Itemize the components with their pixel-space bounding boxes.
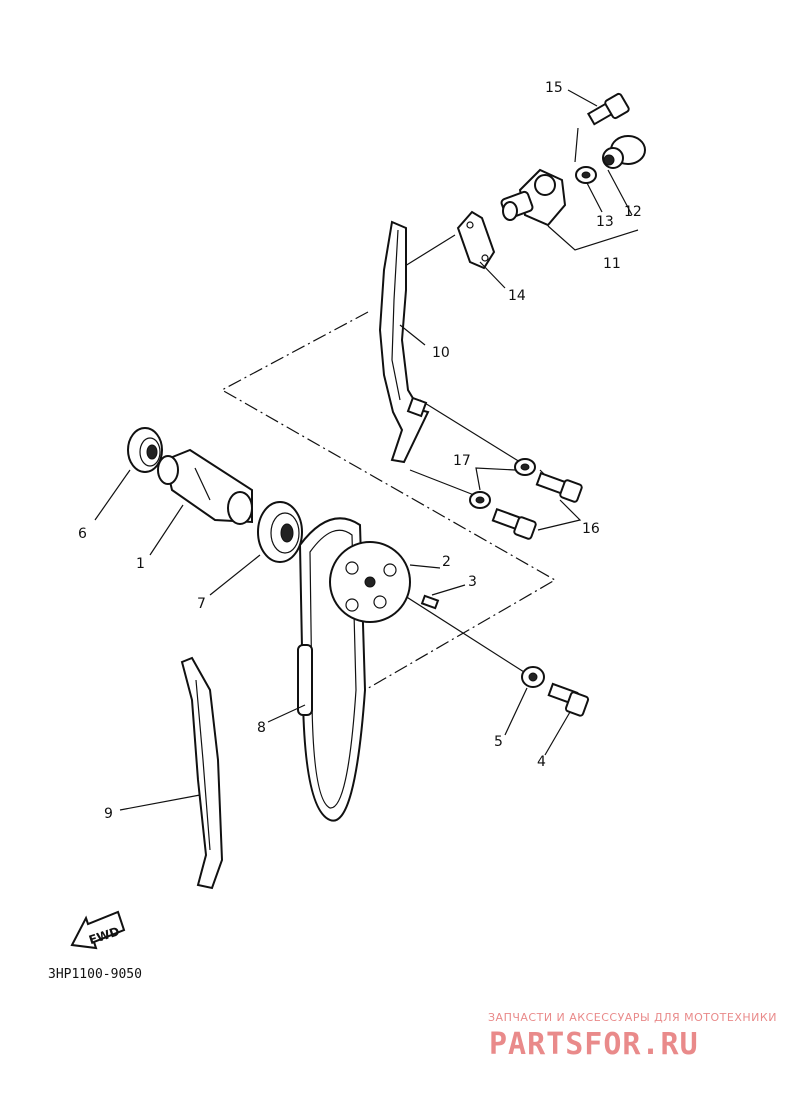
figure-code: 3HP1100-9050 (48, 967, 142, 982)
part-10-leader (399, 324, 426, 346)
watermark-brand: PARTSFOR.RU (489, 1027, 699, 1062)
part-2-sprocket (329, 541, 411, 623)
part-11-leader-bracket (547, 225, 639, 251)
label-part-5: 5 (494, 734, 503, 750)
part-7-leader (209, 554, 261, 596)
label-part-15: 15 (545, 80, 563, 96)
part-5-washer (521, 666, 545, 688)
part-15-leader (567, 89, 598, 107)
label-part-3: 3 (468, 574, 477, 590)
part-4-bolt (547, 682, 590, 717)
label-part-7: 7 (197, 596, 206, 612)
part-10-chain-guide (378, 220, 430, 464)
label-part-9: 9 (104, 806, 113, 822)
part-13-washer (575, 166, 597, 184)
label-part-10: 10 (432, 345, 450, 361)
part-number-labels: 1 2 3 4 5 6 7 8 9 10 11 12 13 14 15 16 1… (78, 80, 642, 822)
part-11-bracket-line (574, 127, 579, 163)
part-9-chain-guide (180, 656, 224, 890)
label-part-14: 14 (508, 288, 526, 304)
part-5-leader (504, 687, 528, 736)
part-16-bolt-b (491, 507, 537, 540)
label-part-4: 4 (537, 754, 546, 770)
part-8-leader (267, 704, 306, 723)
part-1-leader (149, 504, 184, 556)
label-part-12: 12 (624, 204, 642, 220)
part-15-bolt (586, 92, 630, 126)
part-2-leader (409, 564, 441, 569)
label-part-6: 6 (78, 526, 87, 542)
part-13-leader (586, 182, 603, 213)
part-12-leader (607, 169, 633, 216)
label-part-8: 8 (257, 720, 266, 736)
part-12-plug (602, 135, 646, 169)
part-6-leader (94, 469, 131, 521)
label-part-16: 16 (582, 521, 600, 537)
part-17-leader (475, 467, 516, 491)
part-17-washer-b (469, 491, 491, 509)
part-1-camshaft (157, 448, 253, 525)
part-17-washer-a (514, 458, 536, 476)
part-14-gasket (456, 210, 496, 270)
part-11-tensioner (500, 168, 567, 227)
part-16-leader (537, 499, 582, 531)
part-3-leader (431, 584, 466, 596)
part-16-bolt-a (535, 471, 583, 503)
watermark: ЗАПЧАСТИ И АКСЕССУАРЫ ДЛЯ МОТОТЕХНИКИ PA… (488, 1011, 777, 1062)
label-part-13: 13 (596, 214, 614, 230)
label-part-11: 11 (603, 256, 621, 272)
part-7-bearing (257, 501, 303, 563)
part-3-pin (420, 594, 440, 610)
part-4-leader (544, 711, 571, 756)
label-part-1: 1 (136, 556, 145, 572)
label-part-2: 2 (442, 554, 451, 570)
fwd-arrow-icon: FWD (70, 910, 126, 950)
part-14-leader (479, 261, 506, 289)
part-6-bearing (127, 427, 163, 473)
part-9-leader (119, 794, 201, 811)
watermark-tagline: ЗАПЧАСТИ И АКСЕССУАРЫ ДЛЯ МОТОТЕХНИКИ (488, 1011, 777, 1024)
label-part-17: 17 (453, 453, 471, 469)
